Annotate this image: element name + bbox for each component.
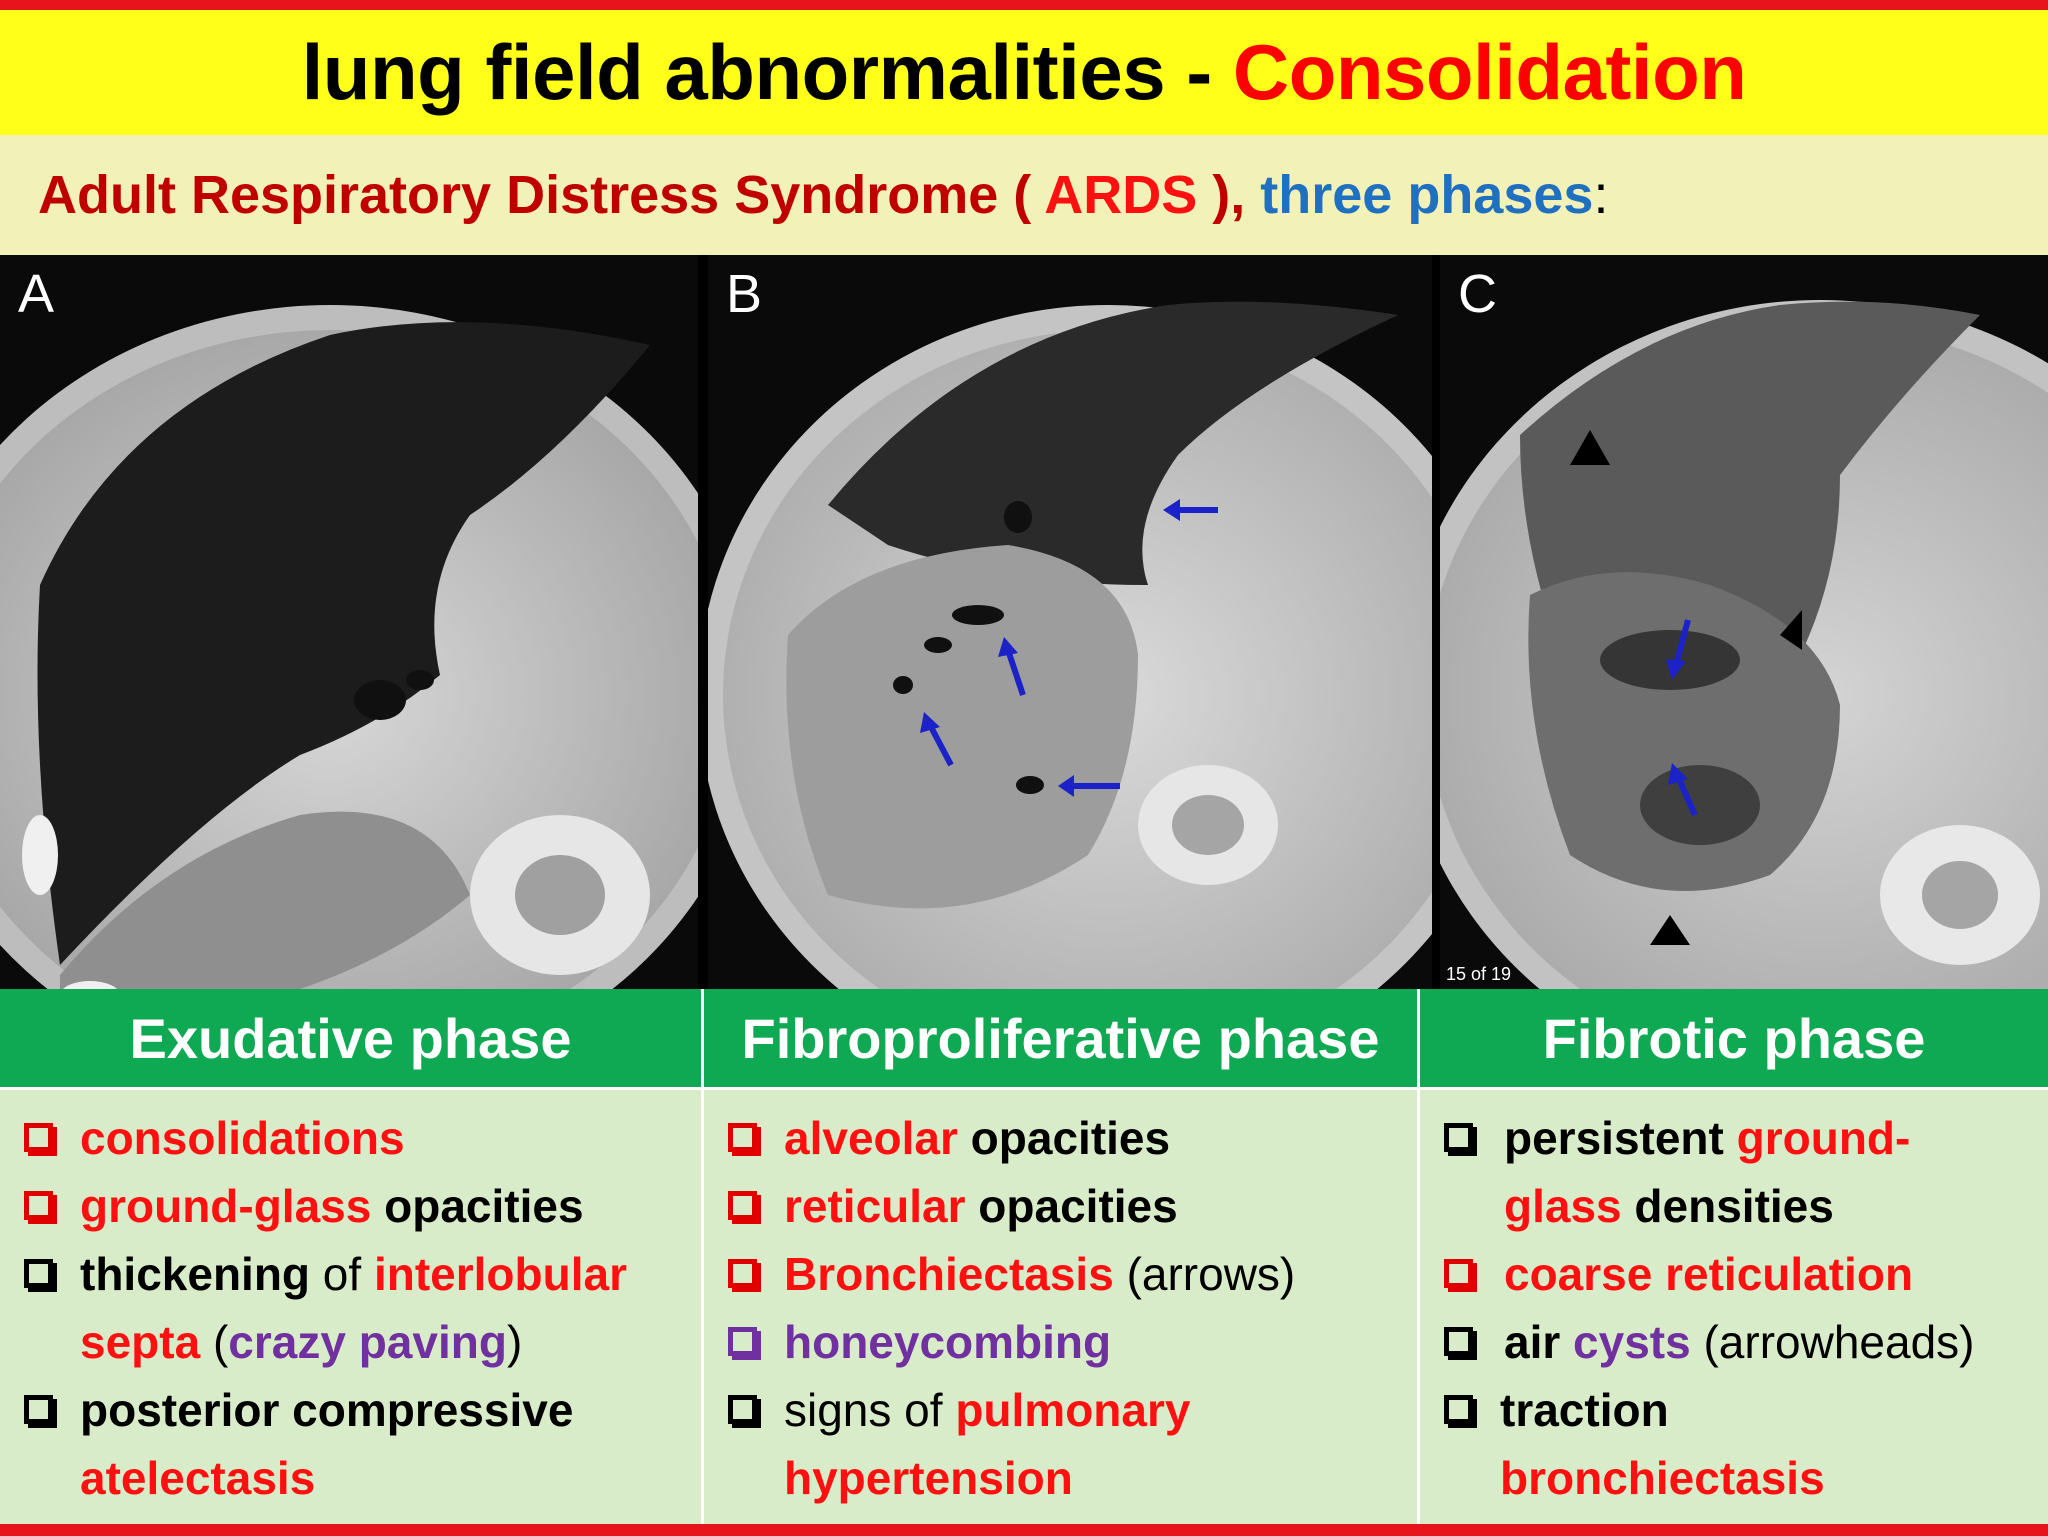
list-item: alveolar opacities xyxy=(704,1104,1417,1172)
slice-counter: 15 of 19 xyxy=(1446,964,1512,984)
phase-table: Exudative phase Fibroproliferative phase… xyxy=(0,989,2048,1524)
subtitle-part2: ), xyxy=(1197,165,1261,225)
list-item: thickening of interlobular xyxy=(0,1240,701,1308)
fibrotic-phase-list: persistent ground- glass densities coars… xyxy=(1420,1087,2048,1524)
list-item-continuation: hypertension xyxy=(784,1452,1073,1504)
fibroproliferative-phase-list: alveolar opacities reticular opacities B… xyxy=(704,1087,1420,1524)
header-fibrotic-phase: Fibrotic phase xyxy=(1420,989,2048,1087)
ct-scan-a-graphic xyxy=(0,255,698,989)
subtitle-bar: Adult Respiratory Distress Syndrome ( AR… xyxy=(0,135,2048,255)
list-item: ground-glass opacities xyxy=(0,1172,701,1240)
header-fibroproliferative-phase: Fibroproliferative phase xyxy=(704,989,1420,1087)
title-main: lung field abnormalities - xyxy=(301,28,1233,116)
bottom-red-border xyxy=(0,1524,2048,1536)
list-item-continuation: glass densities xyxy=(1504,1180,1834,1232)
exudative-phase-list: consolidations ground-glass opacities th… xyxy=(0,1087,704,1524)
list-item: persistent ground- xyxy=(1420,1104,2048,1172)
ct-image-a: A xyxy=(0,255,698,989)
ct-scan-b-graphic xyxy=(708,255,1432,989)
checkbox-bullet-icon xyxy=(1444,1259,1473,1288)
list-item: Bronchiectasis (arrows) xyxy=(704,1240,1417,1308)
subtitle-ards: ARDS xyxy=(1044,165,1198,225)
list-item: honeycombing xyxy=(704,1308,1417,1376)
list-item: consolidations xyxy=(0,1104,701,1172)
slide-subtitle: Adult Respiratory Distress Syndrome ( AR… xyxy=(38,164,1608,226)
ct-image-row: A xyxy=(0,255,2048,989)
list-item: coarse reticulation xyxy=(1420,1240,2048,1308)
subtitle-part1: Adult Respiratory Distress Syndrome ( xyxy=(38,165,1045,225)
list-item: air cysts (arrowheads) xyxy=(1420,1308,2048,1376)
checkbox-bullet-icon xyxy=(1444,1395,1473,1424)
checkbox-bullet-icon xyxy=(24,1191,53,1220)
panel-label-b: B xyxy=(726,264,763,324)
list-item: traction xyxy=(1420,1376,2048,1444)
checkbox-bullet-icon xyxy=(728,1395,757,1424)
list-item: signs of pulmonary xyxy=(704,1376,1417,1444)
ct-image-b: B xyxy=(708,255,1432,989)
list-item: reticular opacities xyxy=(704,1172,1417,1240)
list-item-continuation: septa (crazy paving) xyxy=(80,1316,523,1368)
checkbox-bullet-icon xyxy=(24,1259,53,1288)
title-accent: Consolidation xyxy=(1232,28,1747,116)
slide-title: lung field abnormalities - Consolidation xyxy=(302,27,1747,118)
checkbox-bullet-icon xyxy=(24,1123,53,1152)
list-item: posterior compressive xyxy=(0,1376,701,1444)
checkbox-bullet-icon xyxy=(728,1191,757,1220)
list-item-continuation: bronchiectasis xyxy=(1500,1452,1825,1504)
checkbox-bullet-icon xyxy=(1444,1123,1473,1152)
checkbox-bullet-icon xyxy=(728,1327,757,1356)
checkbox-bullet-icon xyxy=(728,1123,757,1152)
title-bar: lung field abnormalities - Consolidation xyxy=(0,10,2048,135)
checkbox-bullet-icon xyxy=(728,1259,757,1288)
checkbox-bullet-icon xyxy=(1444,1327,1473,1356)
subtitle-colon: : xyxy=(1593,165,1609,225)
top-red-border xyxy=(0,0,2048,10)
list-item-continuation: atelectasis xyxy=(80,1452,316,1504)
ct-image-c: C 15 of 19 xyxy=(1440,255,2048,989)
header-exudative-phase: Exudative phase xyxy=(0,989,704,1087)
panel-label-c: C xyxy=(1458,264,1497,324)
checkbox-bullet-icon xyxy=(24,1395,53,1424)
panel-label-a: A xyxy=(18,264,55,324)
ct-scan-c-graphic xyxy=(1440,255,2048,989)
subtitle-three-phases: three phases xyxy=(1260,165,1594,225)
